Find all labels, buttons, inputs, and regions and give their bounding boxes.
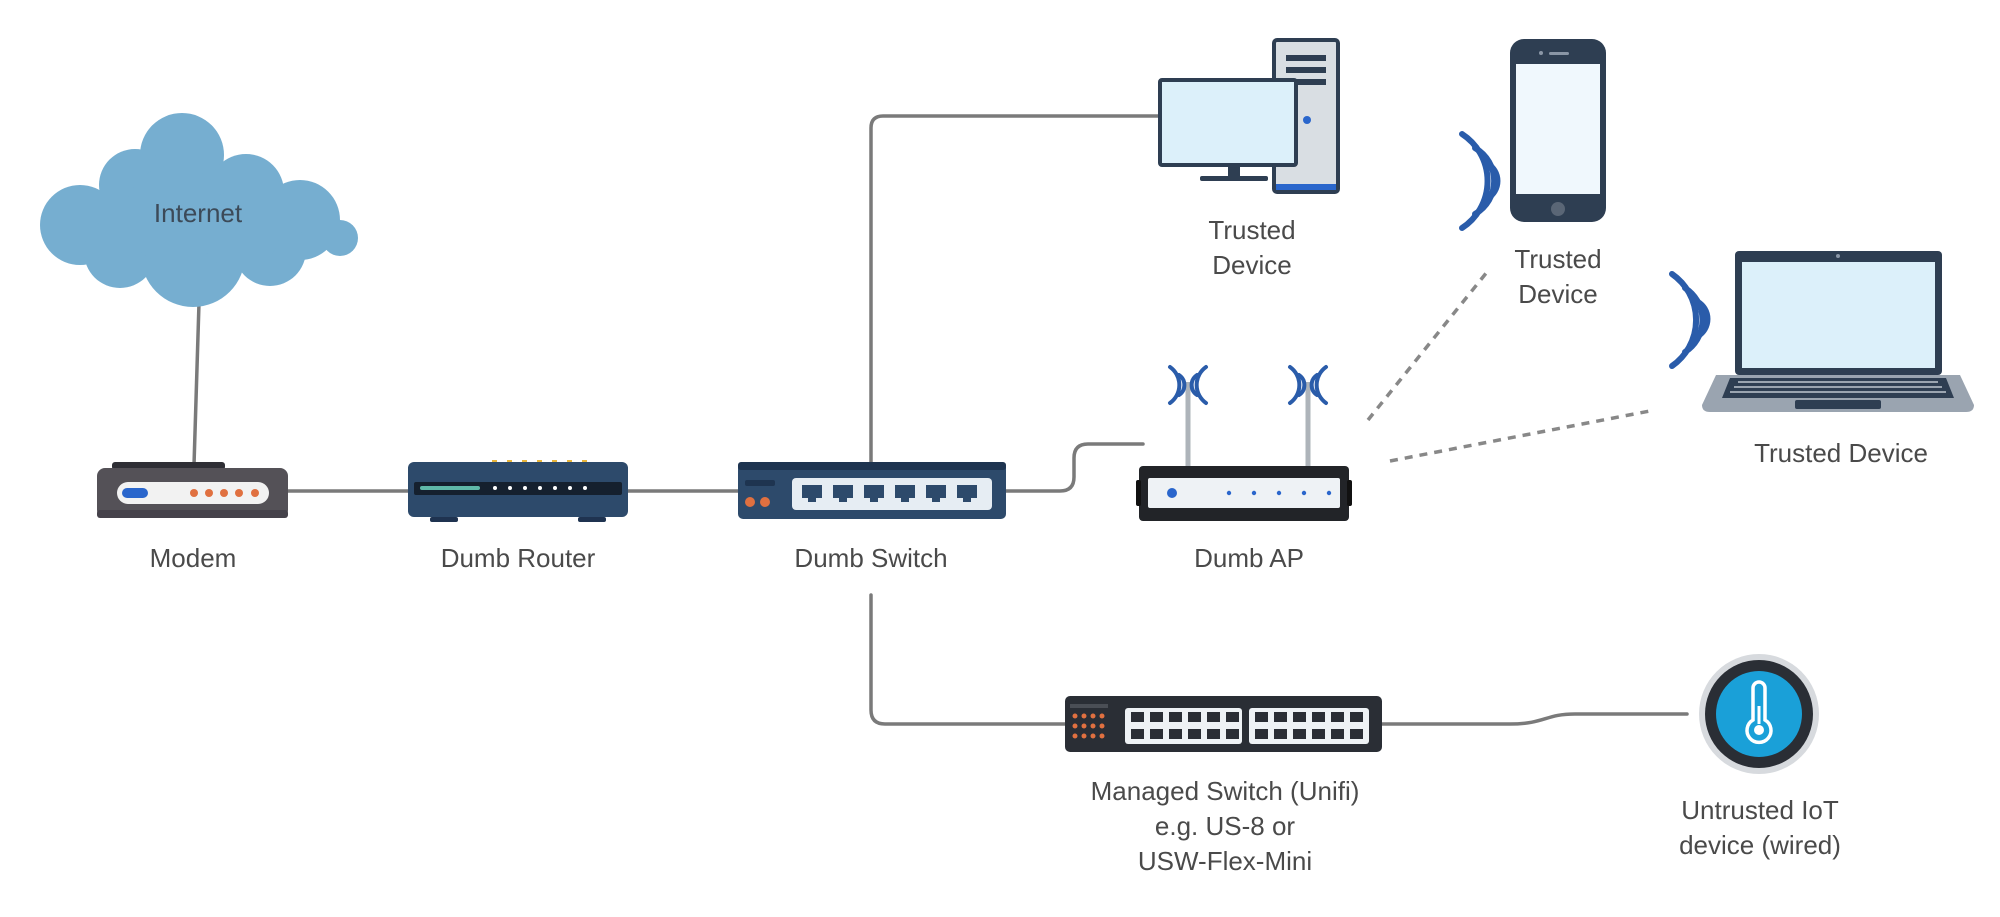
wireless-link-phone: [1366, 270, 1489, 422]
wifi-signal-icon: [1669, 271, 1711, 369]
dumb-router-device: [408, 460, 628, 522]
managed-switch-label-line: USW-Flex-Mini: [1137, 846, 1313, 876]
dumb-ap-label: Dumb AP: [1194, 543, 1304, 573]
laptop-icon: [1702, 251, 1974, 412]
modem-label: Modem: [149, 543, 237, 573]
internet-cloud: [40, 113, 358, 307]
internet-label: Internet: [153, 198, 243, 228]
thermometer-icon: [1699, 654, 1819, 774]
iot-device-label-line: Untrusted IoT: [1681, 795, 1839, 825]
managed-switch-label-line: Managed Switch (Unifi): [1090, 776, 1360, 806]
dumb-router-label: Dumb Router: [440, 543, 596, 573]
wire-switch-managed: [869, 593, 1067, 726]
phone-label: Trusted Device: [1514, 242, 1601, 312]
wire-internet-modem: [192, 301, 201, 467]
wifi-signal-icon: [1288, 365, 1328, 405]
managed-switch-label-line: e.g. US-8 or: [1154, 811, 1296, 841]
phone-label-line: Trusted: [1514, 244, 1602, 274]
dumb-ap-device: [1136, 382, 1352, 521]
desktop-computer-icon: [1158, 38, 1340, 194]
iot-device-label: Untrusted IoT device (wired): [1679, 793, 1841, 863]
managed-switch-device: [1065, 696, 1382, 752]
wifi-signal-icon: [1459, 131, 1501, 231]
laptop-label: Trusted Device: [1754, 438, 1928, 468]
smartphone-icon: [1510, 39, 1606, 222]
dumb-switch-device: [738, 462, 1006, 519]
wireless-links: [1366, 270, 1656, 463]
wire-switch-desktop: [869, 114, 1165, 464]
wire-managed-iot: [1380, 712, 1689, 726]
wifi-signal-icon: [1168, 365, 1208, 405]
desktop-label-line: Device: [1212, 250, 1292, 280]
managed-switch-label: Managed Switch (Unifi) e.g. US-8 or USW-…: [1091, 774, 1360, 879]
wire-switch-ap: [1004, 442, 1145, 493]
iot-device-label-line: device (wired): [1679, 830, 1841, 860]
wired-connections: [192, 114, 1689, 726]
dumb-switch-label: Dumb Switch: [794, 543, 948, 573]
modem-device: [97, 462, 288, 518]
phone-label-line: Device: [1518, 279, 1598, 309]
desktop-label: Trusted Device: [1208, 213, 1295, 283]
desktop-label-line: Trusted: [1208, 215, 1296, 245]
wireless-link-laptop: [1389, 408, 1656, 463]
